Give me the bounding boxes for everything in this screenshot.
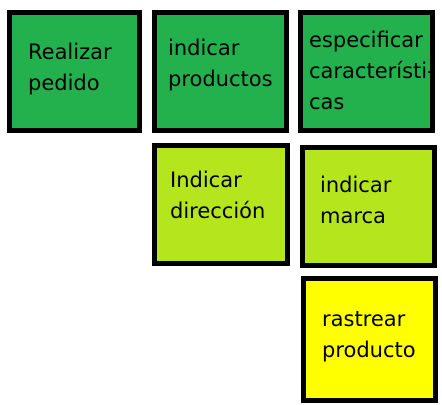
card-label: rastrear producto <box>322 307 416 362</box>
card-indicar-productos: indicar productos <box>152 10 289 133</box>
card-label: Indicar dirección <box>170 168 266 223</box>
card-realizar-pedido: Realizar pedido <box>7 10 142 133</box>
card-label: especificar característi- cas <box>309 28 435 114</box>
card-label: indicar marca <box>320 173 392 228</box>
card-rastrear-producto: rastrear producto <box>301 276 438 403</box>
card-indicar-marca: indicar marca <box>300 145 437 268</box>
card-indicar-direccion: Indicar dirección <box>152 143 290 266</box>
card-label: indicar productos <box>168 36 273 91</box>
card-label: Realizar pedido <box>28 40 112 95</box>
card-especificar-caracteristicas: especificar característi- cas <box>298 10 435 133</box>
